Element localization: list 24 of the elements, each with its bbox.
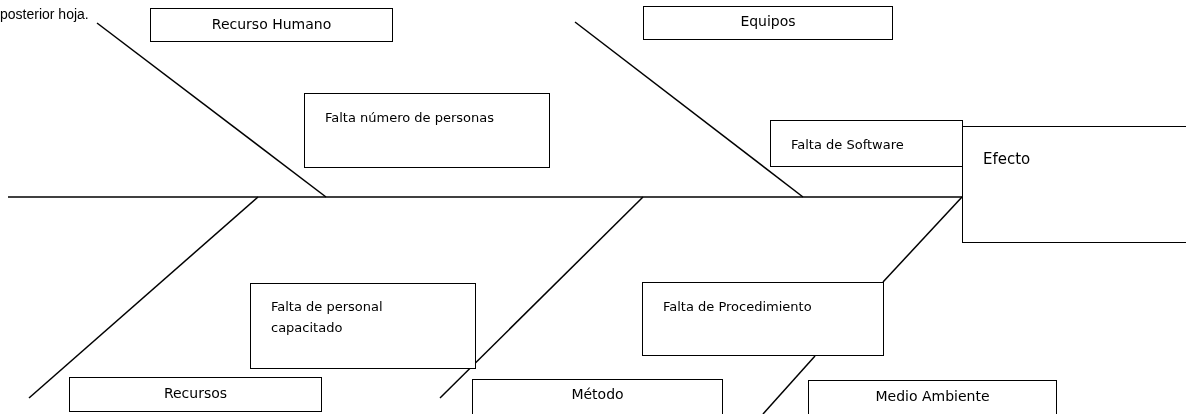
cause-box: [770, 120, 963, 167]
bone-line: [882, 196, 963, 283]
cause-box: [304, 93, 550, 168]
category-box: [69, 377, 322, 412]
category-box: [472, 379, 723, 414]
category-label: Recursos: [162, 384, 229, 403]
cause-box: [250, 283, 476, 369]
effect-box: [962, 126, 1186, 243]
category-label: Método: [570, 385, 625, 404]
category-label: Medio Ambiente: [874, 387, 991, 406]
note-text: posterior hoja.: [0, 6, 89, 22]
effect-text: Efecto: [983, 149, 1032, 170]
cause-text: Falta de Procedimiento: [663, 298, 813, 316]
category-label: Equipos: [739, 12, 797, 31]
cause-text: Falta número de personas: [325, 109, 496, 127]
category-box: [150, 8, 393, 42]
bone-line: [762, 355, 816, 414]
cause-text: Falta de Software: [791, 136, 905, 154]
cause-box: [642, 282, 884, 356]
cause-text: Falta de personal capacitado: [271, 298, 384, 337]
spine-line: [7, 196, 963, 198]
category-label: Recurso Humano: [210, 15, 333, 34]
category-box: [808, 380, 1057, 414]
category-box: [643, 6, 893, 40]
